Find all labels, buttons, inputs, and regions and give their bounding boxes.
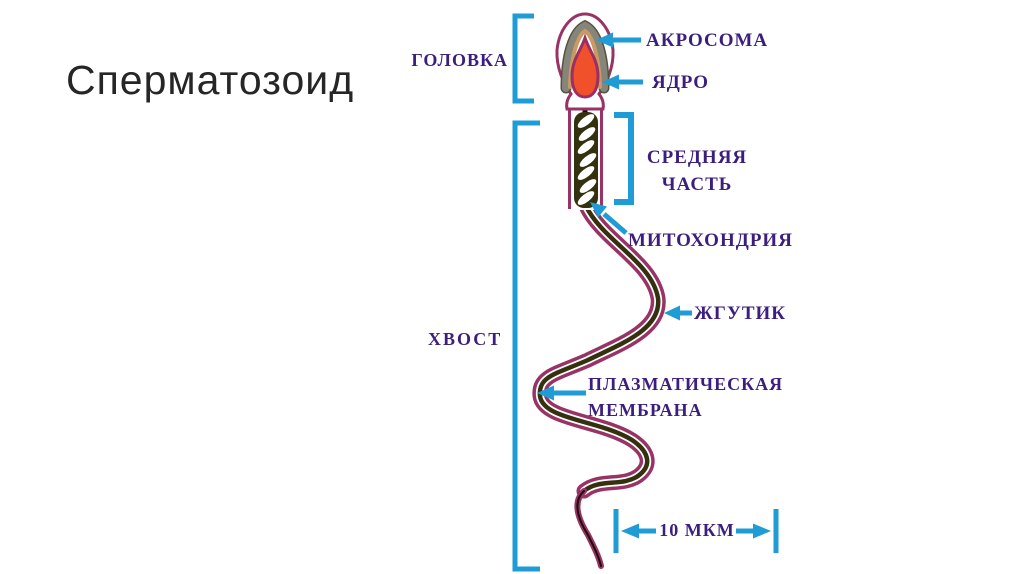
scale-left-arrowhead: [621, 523, 639, 539]
flagellum-arrow: [664, 305, 692, 321]
tail-bracket: [512, 120, 540, 572]
tail-shape: [532, 198, 666, 569]
head-label: ГОЛОВКА: [411, 50, 508, 70]
membrane-label-line2: МЕМБРАНА: [588, 400, 703, 420]
tail-label: ХВОСТ: [428, 329, 503, 349]
acrosome-arrowhead: [596, 32, 613, 48]
mitochondria-coils: [577, 114, 597, 205]
mitochondria-arrow: [590, 202, 628, 235]
mitochondria-label: МИТОХОНДРИЯ: [628, 230, 793, 251]
scale-label: 10 МКМ: [659, 520, 735, 540]
midpiece-label-line2: ЧАСТЬ: [661, 174, 733, 195]
nucleus-arrowhead: [602, 74, 619, 90]
head-group: [555, 12, 615, 111]
nucleus-shape: [570, 33, 600, 99]
nucleus-label: ЯДРО: [652, 72, 710, 93]
midpiece-bracket: [614, 112, 634, 205]
membrane-arrowhead: [537, 385, 554, 401]
scale-right-arrowhead: [753, 523, 771, 539]
membrane-arrow: [537, 385, 586, 401]
acrosome-label: АКРОСОМА: [646, 30, 769, 51]
mitochondria-arrowhead: [590, 202, 607, 218]
flagellum-core: [537, 203, 661, 494]
midpiece-shape: [568, 95, 603, 210]
membrane-label-line1: ПЛАЗМАТИЧЕСКАЯ: [588, 374, 784, 394]
flagellum-label: ЖГУТИК: [694, 303, 787, 324]
tail-tip-core: [576, 490, 602, 567]
nucleus-arrow: [602, 74, 643, 90]
membrane-label: ПЛАЗМАТИЧЕСКАЯ МЕМБРАНА: [588, 371, 783, 423]
midpiece-label: СРЕДНЯЯ ЧАСТЬ: [645, 144, 749, 198]
scale-bar: [613, 509, 779, 553]
slide-title: Сперматозоид: [66, 57, 355, 103]
acrosome-inner-band: [568, 28, 602, 89]
acrosome-shape: [562, 21, 608, 92]
acrosome-arrow: [596, 32, 641, 48]
flagellum-arrowhead: [664, 305, 680, 321]
midpiece-label-line1: СРЕДНЯЯ: [646, 147, 748, 168]
head-bracket: [512, 13, 534, 104]
